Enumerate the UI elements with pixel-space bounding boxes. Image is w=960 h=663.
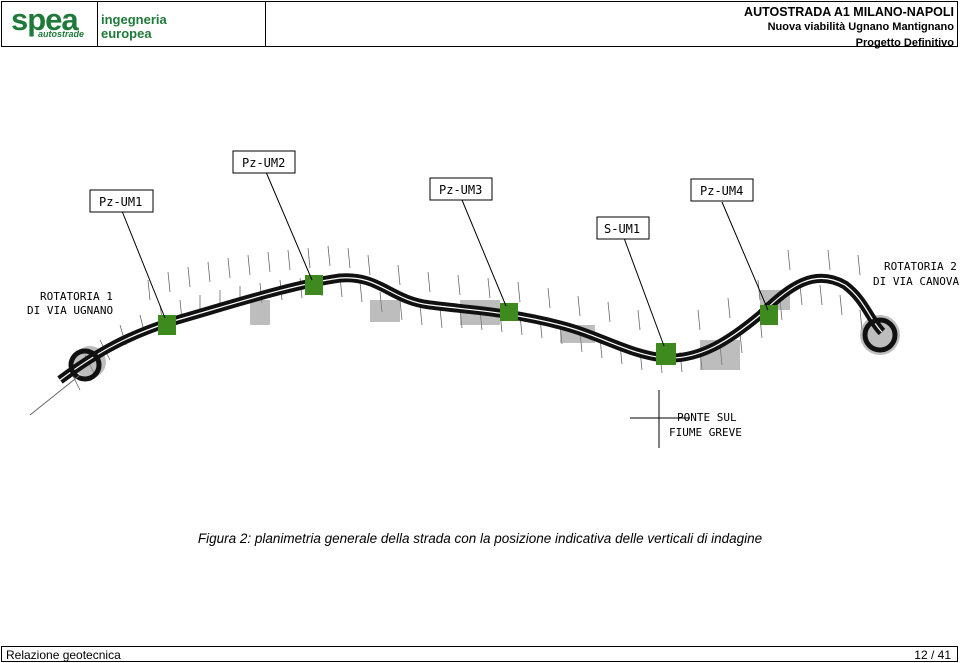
logo-main-text: spea [11, 2, 79, 37]
logo-sub-text: autostrade [38, 29, 85, 39]
page-header: spea autostrade ingegneria europea AUTOS… [1, 1, 958, 49]
survey-markers [158, 275, 778, 365]
road-centerline [59, 277, 883, 381]
project-phase: Progetto Definitivo [855, 37, 954, 49]
leader-lines [121, 171, 769, 448]
label-s-um1: S-UM1 [604, 222, 640, 236]
label-via-canova: DI VIA CANOVA [873, 275, 959, 288]
plan-labels: Pz-UM1 Pz-UM2 Pz-UM3 S-UM1 Pz-UM4 ROTATO… [27, 156, 959, 439]
road-plan-drawing: Pz-UM1 Pz-UM2 Pz-UM3 S-UM1 Pz-UM4 ROTATO… [27, 150, 959, 448]
label-rotatoria1: ROTATORIA 1 [40, 290, 113, 303]
company-line2: europea [101, 26, 152, 41]
label-fiume-greve: FIUME GREVE [669, 426, 742, 439]
company-name: ingegneria europea [97, 2, 266, 46]
page-number: 12 / 41 [914, 648, 951, 662]
document-title: Relazione geotecnica [6, 648, 121, 662]
label-ponte-sul: PONTE SUL [677, 411, 737, 424]
label-pz-um4: Pz-UM4 [700, 184, 743, 198]
spea-logo: spea autostrade [2, 2, 98, 46]
road-main [57, 273, 886, 384]
label-boxes [89, 150, 754, 240]
label-rotatoria2: ROTATORIA 2 [884, 260, 957, 273]
label-pz-um3: Pz-UM3 [439, 183, 482, 197]
label-via-ugnano: DI VIA UGNANO [27, 304, 113, 317]
figure-caption: Figura 2: planimetria generale della str… [197, 531, 763, 546]
roundabout-1 [68, 348, 102, 382]
project-subtitle: Nuova viabilità Ugnano Mantignano [767, 21, 954, 33]
roundabout-2 [862, 317, 898, 353]
project-title: AUTOSTRADA A1 MILANO-NAPOLI [744, 5, 954, 19]
company-line1: ingegneria [101, 12, 167, 27]
label-pz-um2: Pz-UM2 [242, 156, 285, 170]
page-footer: Relazione geotecnica 12 / 41 [1, 646, 958, 662]
side-road [29, 374, 81, 416]
label-pz-um1: Pz-UM1 [99, 195, 142, 209]
